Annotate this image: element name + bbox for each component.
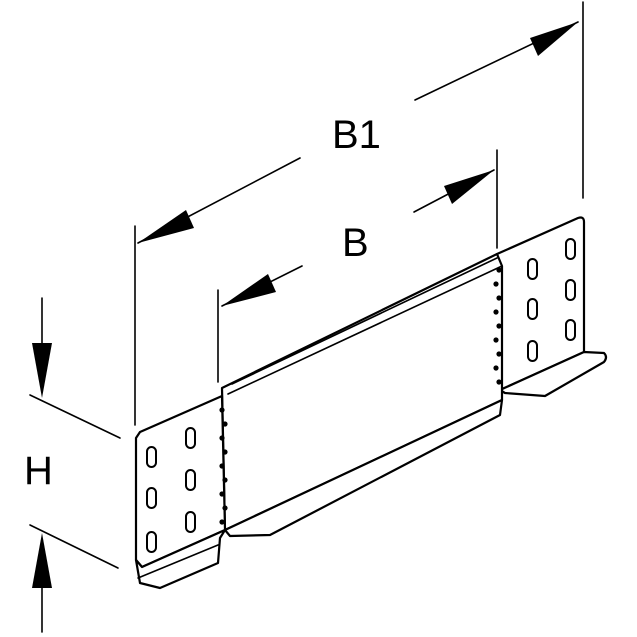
middle-web (220, 252, 504, 538)
right-end-plate (495, 216, 608, 398)
label-b1: B1 (332, 113, 381, 157)
middle-web-holes-right (493, 267, 502, 385)
label-h: H (24, 449, 53, 493)
left-plate-holes (219, 407, 228, 525)
left-end-plate (134, 394, 228, 590)
label-b: B (342, 221, 369, 265)
right-plate-slots (527, 238, 576, 362)
left-plate-slots (146, 427, 196, 553)
dimension-b1 (134, 1, 584, 426)
dimension-h (29, 297, 121, 633)
dimension-b (217, 149, 498, 383)
